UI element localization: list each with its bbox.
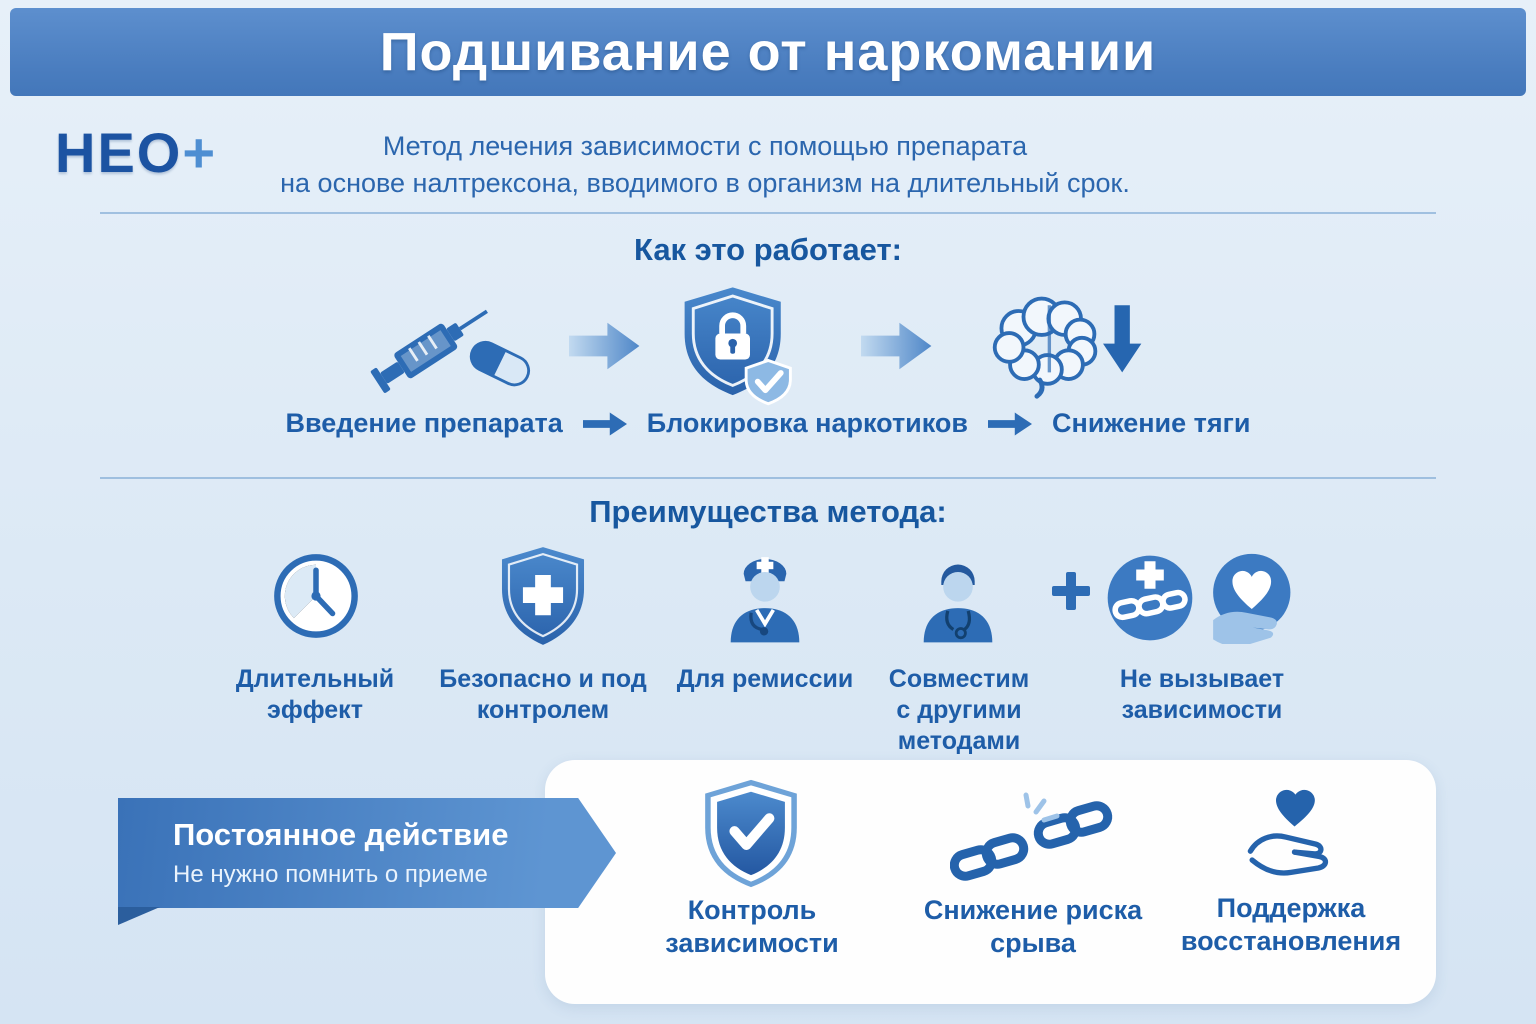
step-arrow-icon [582,412,627,436]
flow-arrow-icon [852,318,942,374]
ribbon-fold [118,907,160,925]
shield-lock-icon [675,283,800,411]
step-arrow-icon [988,412,1033,436]
feature-label-control: Контроль зависимости [665,895,839,958]
feature-label-relapse: Снижение риска срыва [923,895,1143,958]
step-labels-row: Введение препарата Блокировка наркотиков… [0,408,1536,439]
chain-cross-circle-icon [1104,552,1196,644]
logo-text: НЕО [55,121,183,184]
clinic-logo: НЕО+ [55,120,217,185]
feature-label-support: Поддержка восстановления [1180,893,1402,956]
brain-down-arrow-icon [965,288,1150,403]
step-label-injection: Введение препарата [285,408,563,438]
ribbon-banner: Постоянное действие Не нужно помнить о п… [118,798,616,908]
heart-hand-circle-icon [1198,552,1300,644]
logo-plus-icon: + [182,121,218,184]
benefit-label-safe: Безопасно и под контролем [439,665,647,724]
plus-icon [1046,566,1096,616]
divider-middle [100,477,1436,479]
clock-icon [270,550,362,642]
syringe-pill-icon [365,288,545,403]
medic-stethoscope-icon [905,546,1011,648]
broken-chain-icon [950,792,1114,884]
shield-check-icon [700,778,802,888]
ribbon-title: Постоянное действие [173,817,509,852]
benefit-label-compatible: Совместим с другими методами [888,665,1030,755]
doctor-icon [712,546,818,648]
divider-top [100,212,1436,214]
ribbon-subtitle: Не нужно помнить о приеме [173,861,488,888]
intro-line-2: на основе налтрексона, вводимого в орган… [280,168,1130,198]
intro-line-1: Метод лечения зависимости с помощью преп… [382,131,1028,161]
step-label-craving: Снижение тяги [1052,408,1251,438]
flow-arrow-icon [560,318,650,374]
header-banner: Подшивание от наркомании [10,8,1526,96]
hand-heart-icon [1238,776,1344,884]
benefit-label-remission: Для ремиссии [676,665,854,693]
benefits-heading: Преимущества метода: [589,494,947,529]
step-label-blocking: Блокировка наркотиков [646,408,969,438]
intro-description: Метод лечения зависимости с помощью преп… [200,128,1210,202]
page-title: Подшивание от наркомании [379,22,1157,82]
benefit-label-no-addiction: Не вызывает зависимости [1119,665,1285,724]
shield-cross-icon [495,543,591,649]
benefit-label-long-effect: Длительный эффект [235,665,395,724]
how-it-works-heading: Как это работает: [634,232,902,267]
